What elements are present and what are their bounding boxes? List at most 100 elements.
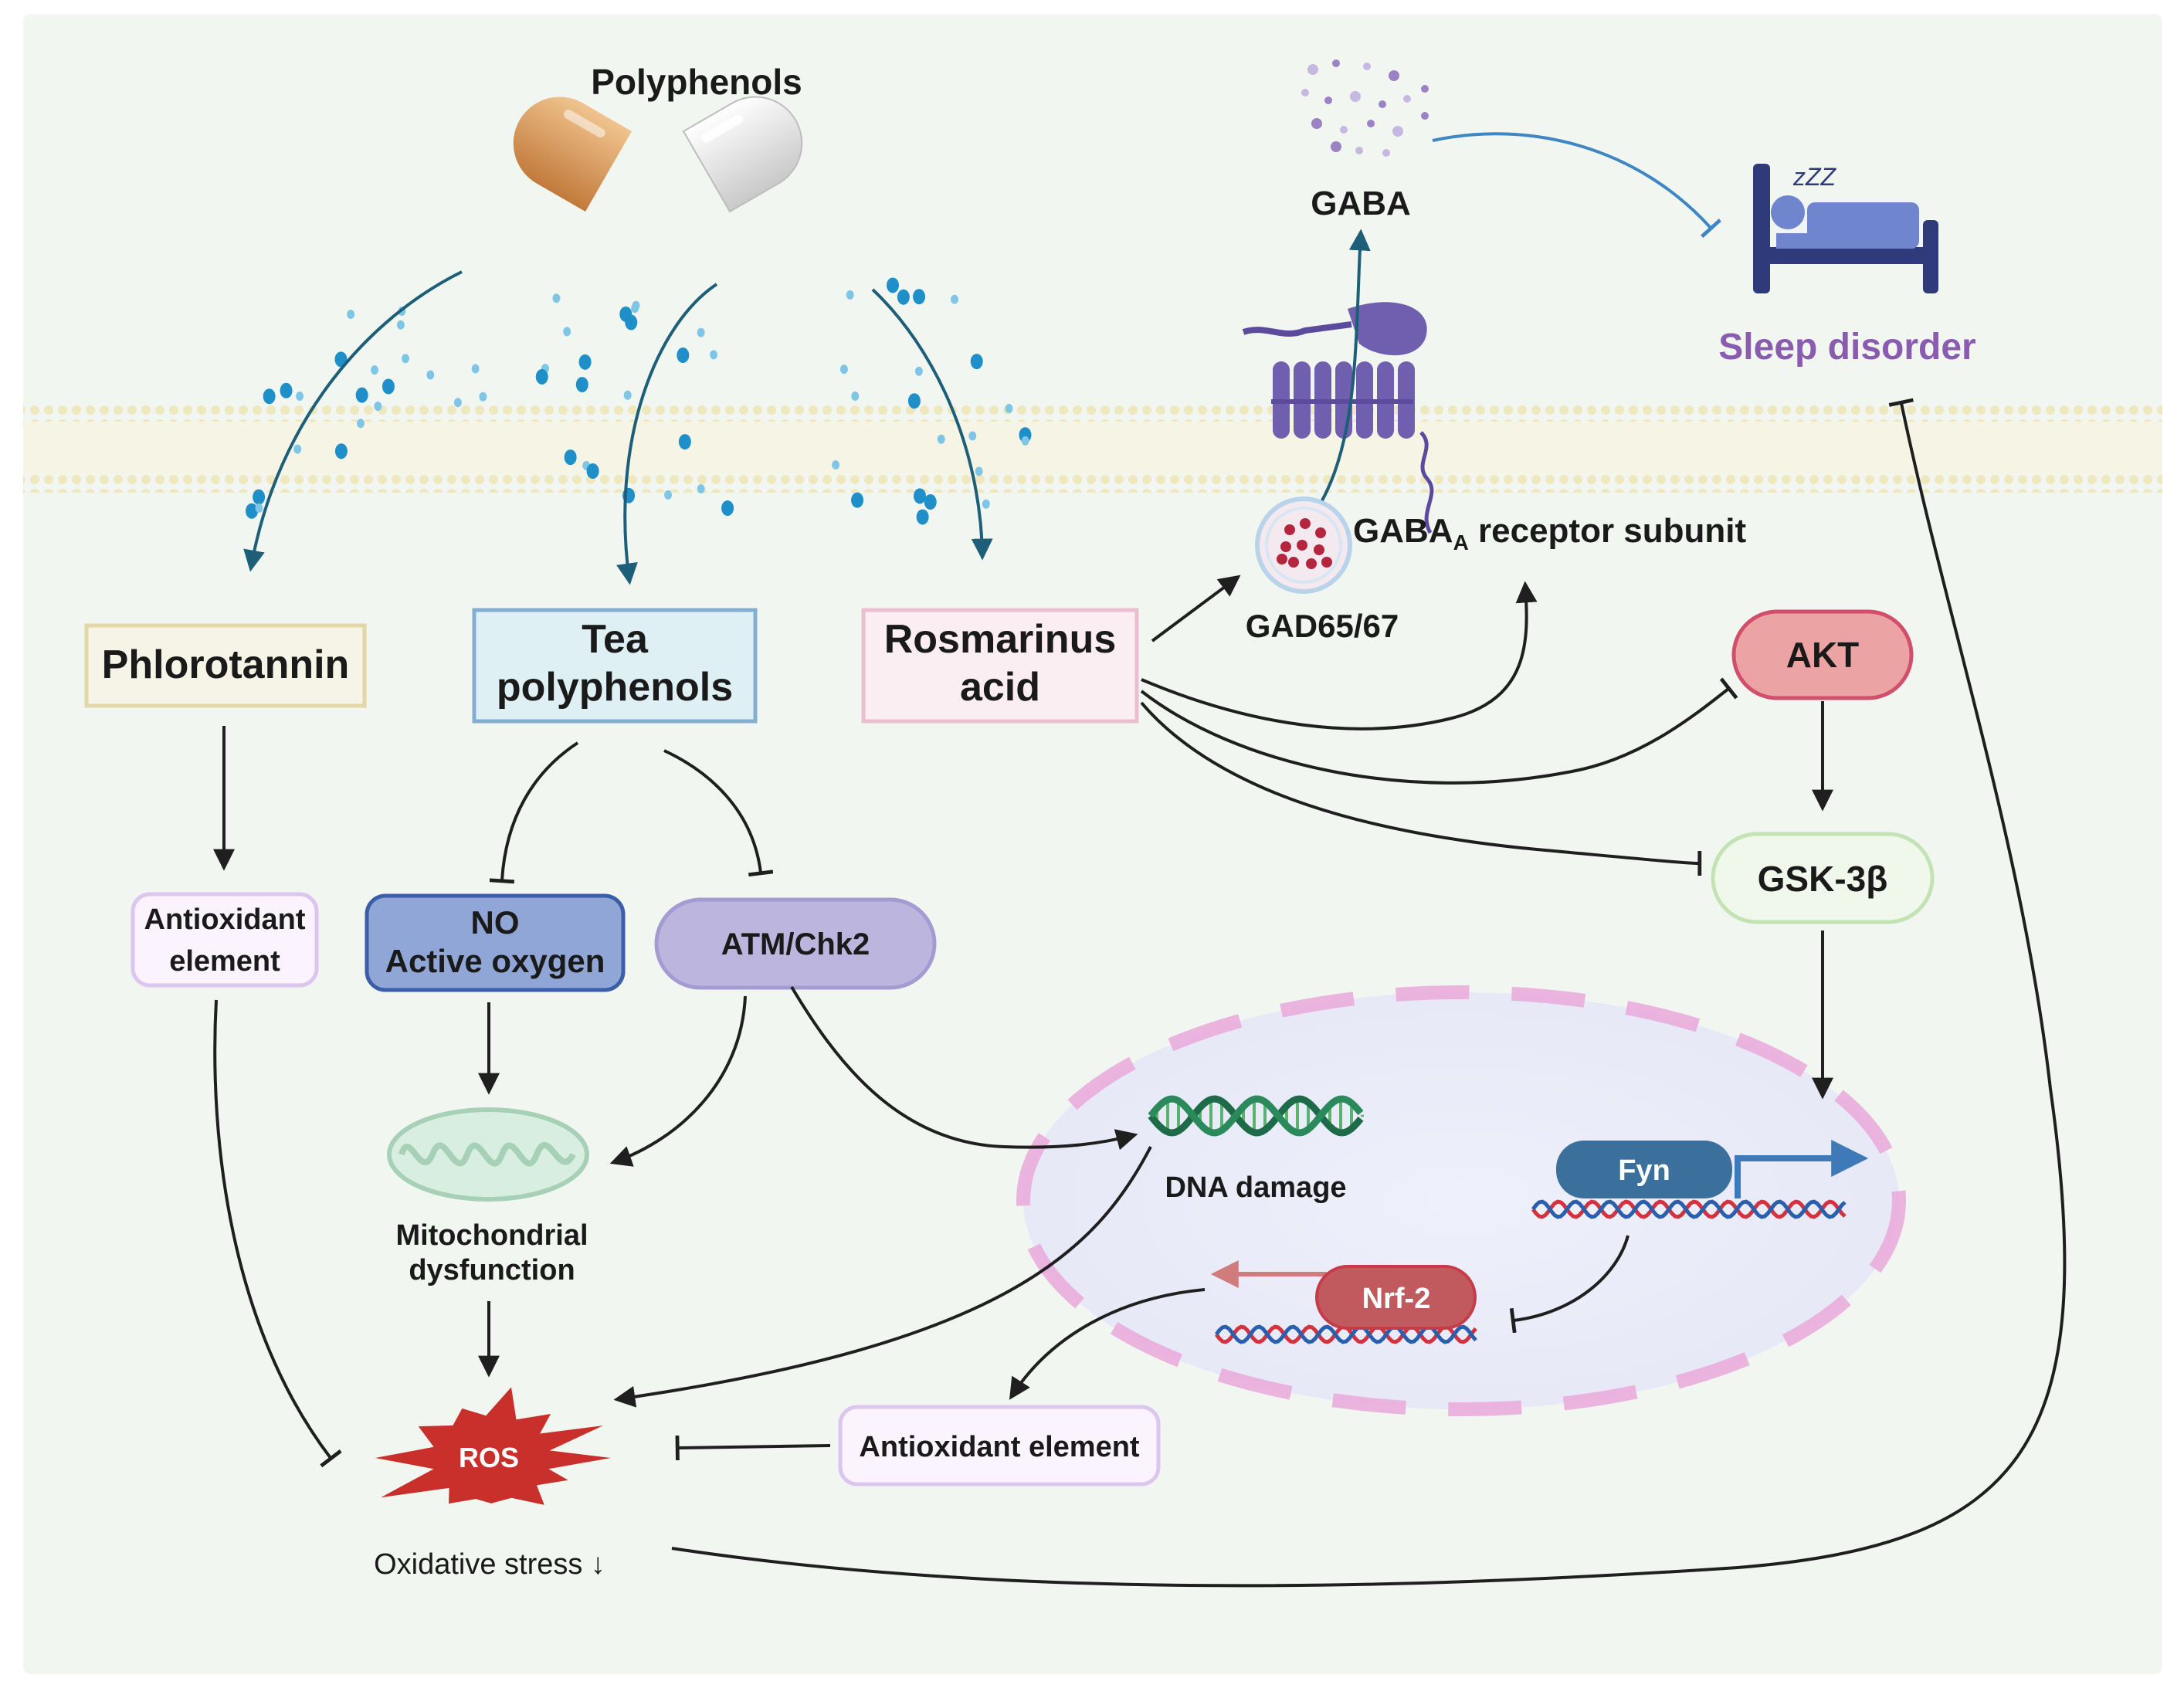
polyphenol-particle	[575, 377, 588, 393]
polyphenol-particle	[975, 466, 983, 476]
polyphenol-particle	[846, 290, 854, 300]
gaba-particle	[1331, 141, 1341, 152]
gaba-inhibits-sleep-disorder	[1432, 132, 1722, 239]
tea-inhibits-atm	[663, 749, 774, 877]
rosmarinus-to-gaba-receptor	[1141, 581, 1538, 731]
polyphenol-particle	[426, 370, 435, 380]
gaba-particle	[1363, 63, 1371, 70]
dna-strand-b	[1148, 1095, 1364, 1137]
polyphenol-particle	[255, 503, 263, 513]
ros-label: ROS	[459, 1442, 519, 1473]
akt-label: AKT	[1786, 635, 1860, 675]
gaba-particle	[1382, 149, 1390, 157]
polyphenol-particle	[970, 354, 983, 370]
atm-chk2-label: ATM/Chk2	[721, 927, 870, 961]
gaba-particle	[1340, 126, 1348, 134]
polyphenol-particle	[710, 350, 718, 360]
gaba-particle	[1355, 147, 1363, 154]
fyn-node	[1556, 1141, 1732, 1198]
dna-strand-blue	[1531, 1199, 1847, 1219]
antioxidant-left-line2: element	[169, 945, 280, 978]
phlorotannin-box	[84, 623, 367, 708]
nrf2-node	[1315, 1265, 1477, 1330]
polyphenol-particle	[697, 327, 705, 337]
polyphenol-particle	[913, 289, 926, 305]
gaba-particle	[1367, 120, 1375, 127]
arrow-to-tea-polyphenols	[616, 283, 718, 585]
vesicle-dot	[1315, 527, 1326, 538]
atm-to-mitochondria	[609, 995, 747, 1167]
dna-damage-label: DNA damage	[1165, 1171, 1346, 1204]
polyphenol-particle	[697, 483, 705, 493]
antioxidant-element-left	[131, 892, 319, 988]
fyn-dna-strand	[1531, 1199, 1847, 1219]
sleep-disorder-label: Sleep disorder	[1718, 327, 1975, 368]
gaba-receptor-icon	[1242, 302, 1434, 534]
polyphenol-particle	[664, 490, 673, 500]
polyphenol-particle	[916, 509, 929, 525]
antioxidant-inhibits-ros	[675, 1435, 831, 1461]
polyphenol-capsule-icon	[513, 96, 803, 213]
polyphenol-particle	[839, 364, 848, 375]
vesicle-dot	[1306, 558, 1317, 569]
polyphenol-particle	[623, 390, 632, 400]
gaba-a-receptor-label: GABAA receptor subunit	[1353, 512, 1747, 554]
polyphenol-particle	[374, 402, 382, 412]
title: Polyphenols	[591, 62, 802, 102]
gaba-particle	[1403, 95, 1411, 103]
nucleus	[1016, 985, 1906, 1416]
polyphenol-particle	[479, 392, 487, 402]
atm-chk2-node	[654, 897, 937, 990]
rosmarinus-label-line1: Rosmarinus	[884, 617, 1117, 662]
polyphenol-particle	[1021, 436, 1029, 446]
vesicle-to-gaba	[1321, 229, 1371, 501]
fyn-inhibits-nrf2	[1509, 1235, 1630, 1334]
polyphenol-particle	[721, 500, 734, 517]
mitochondria-icon	[387, 1107, 589, 1202]
polyphenol-particle	[678, 434, 691, 450]
mito-label-line2: dysfunction	[409, 1254, 575, 1287]
gaba-particles	[1301, 59, 1429, 157]
nrf2-to-antioxidant	[1009, 1288, 1206, 1400]
polyphenol-particle	[982, 499, 990, 509]
dna-strand-a	[1148, 1095, 1364, 1137]
polyphenol-particle	[471, 364, 480, 374]
gaba-particle	[1392, 126, 1403, 137]
gaba-particle	[1389, 70, 1399, 81]
tea-polyphenols-box	[472, 608, 758, 724]
polyphenol-particle	[951, 294, 959, 304]
gsk3b-label: GSK-3β	[1758, 859, 1888, 899]
gaba-particle	[1332, 59, 1340, 67]
tea-polyphenols-label-line2: polyphenols	[497, 665, 733, 710]
polyphenol-particles	[246, 277, 1032, 525]
polyphenol-particle	[887, 277, 900, 293]
gaba-particle	[1324, 97, 1332, 104]
polyphenol-particle	[832, 460, 840, 470]
no-active-oxygen-node	[365, 893, 626, 992]
cell-membrane	[23, 403, 2162, 493]
gad-vesicle-icon	[1255, 497, 1352, 594]
polyphenol-particle	[382, 378, 395, 395]
antioxidant-left-inhibits-ros	[213, 999, 342, 1468]
atm-to-dna-damage	[790, 985, 1138, 1151]
polyphenol-particle	[586, 463, 599, 479]
fyn-transcription-arrow	[1735, 1140, 1869, 1198]
arrow-to-phlorotannin	[243, 270, 463, 572]
polyphenol-particle	[552, 293, 561, 303]
gaba-particle	[1421, 85, 1429, 93]
dna-damage-to-ros	[613, 1146, 1152, 1408]
polyphenol-particle	[246, 503, 259, 519]
gaba-label: GABA	[1311, 185, 1411, 222]
mito-label-line1: Mitochondrial	[395, 1219, 588, 1252]
polyphenol-particle	[1005, 404, 1013, 414]
polyphenol-particle	[907, 393, 921, 409]
gaba-particle	[1379, 100, 1386, 108]
polyphenol-particle	[677, 347, 690, 364]
polyphenol-particle	[401, 354, 409, 364]
polyphenol-particle	[625, 314, 638, 331]
polyphenol-particle	[578, 354, 592, 370]
oxidative-stress-label: Oxidative stress ↓	[374, 1548, 605, 1581]
polyphenol-particle	[355, 387, 368, 403]
